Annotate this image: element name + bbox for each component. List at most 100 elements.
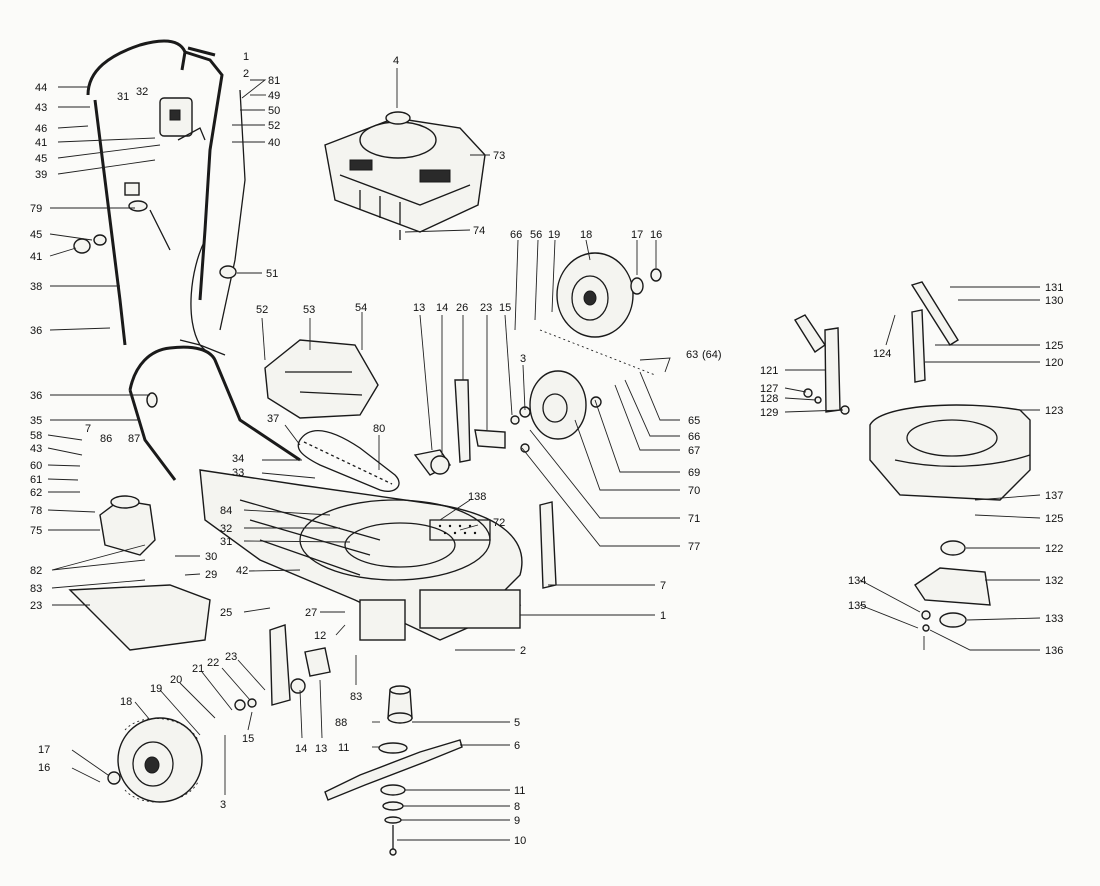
callout-43: 43 (35, 102, 47, 114)
callout-36: 36 (30, 325, 42, 337)
callout-41: 41 (30, 251, 42, 263)
callout-74: 74 (473, 225, 485, 237)
callout-72: 72 (493, 517, 505, 529)
callout-133: 133 (1045, 613, 1063, 625)
callout-18: 18 (120, 696, 132, 708)
callout-70: 70 (688, 485, 700, 497)
deck-dots (438, 524, 477, 535)
callout-37: 37 (267, 413, 279, 425)
callout-136: 136 (1045, 645, 1063, 657)
side-guard (68, 584, 211, 651)
callout-36: 36 (30, 390, 42, 402)
callout-15: 15 (242, 733, 254, 745)
callout-129: 129 (760, 407, 778, 419)
callout-43: 43 (30, 443, 42, 455)
callout-44: 44 (35, 82, 47, 94)
callout-45: 45 (35, 153, 47, 165)
callout-10: 10 (514, 835, 526, 847)
callout-20: 20 (170, 674, 182, 686)
callout-66: 66 (510, 229, 522, 241)
callout-53: 53 (303, 304, 315, 316)
callout-30: 30 (205, 551, 217, 563)
callout-84: 84 (220, 505, 232, 517)
callout-134: 134 (848, 575, 866, 587)
callout-7: 7 (85, 423, 91, 435)
callout-65: 65 (688, 415, 700, 427)
callout-3: 3 (220, 799, 226, 811)
callout-73: 73 (493, 150, 505, 162)
handle-clamp-parts (73, 182, 237, 408)
callout-14: 14 (295, 743, 307, 755)
callout-38: 38 (30, 281, 42, 293)
callout-125: 125 (1045, 513, 1063, 525)
callout-51: 51 (266, 268, 278, 280)
bag-frame-parts (793, 281, 959, 415)
callout-19: 19 (150, 683, 162, 695)
callout-14: 14 (436, 302, 448, 314)
rear-gear-wheel (529, 370, 602, 440)
callout-138: 138 (468, 491, 486, 503)
callout-23: 23 (30, 600, 42, 612)
upper-handle-bar (86, 39, 224, 346)
callout-2: 2 (520, 645, 526, 657)
callout-25: 25 (220, 607, 232, 619)
callout-31: 31 (117, 91, 129, 103)
callout-17: 17 (631, 229, 643, 241)
callout-63: 63 (686, 349, 698, 361)
callout-120: 120 (1045, 357, 1063, 369)
callout-23: 23 (480, 302, 492, 314)
callout-4: 4 (393, 55, 399, 67)
callout-77: 77 (688, 541, 700, 553)
callout-132: 132 (1045, 575, 1063, 587)
callout-131: 131 (1045, 282, 1063, 294)
callout-125: 125 (1045, 340, 1063, 352)
callout-82: 82 (30, 565, 42, 577)
callout-66: 66 (688, 431, 700, 443)
front-wheel-left (107, 717, 203, 803)
control-cable (190, 89, 246, 356)
callout-23: 23 (225, 651, 237, 663)
height-adjuster-rear (413, 379, 531, 476)
callout-9: 9 (514, 815, 520, 827)
callout-81: 81 (268, 75, 280, 87)
callout-46: 46 (35, 123, 47, 135)
callout-60: 60 (30, 460, 42, 472)
callout-124: 124 (873, 348, 891, 360)
callout-128: 128 (760, 393, 778, 405)
callout-11: 11 (338, 742, 349, 754)
callout-71: 71 (688, 513, 700, 525)
callout-69: 69 (688, 467, 700, 479)
callout-21: 21 (192, 663, 204, 675)
callout-26: 26 (456, 302, 468, 314)
leader-lines (47, 68, 1041, 841)
callout-6: 6 (514, 740, 520, 752)
callout-2: 2 (243, 68, 249, 80)
callout-86: 86 (100, 433, 112, 445)
drive-belt (297, 429, 400, 492)
callout-79: 79 (30, 203, 42, 215)
callout-41: 41 (35, 137, 47, 149)
callout-15: 15 (499, 302, 511, 314)
callout-32: 32 (220, 523, 232, 535)
callout-13: 13 (413, 302, 425, 314)
callout-49: 49 (268, 90, 280, 102)
callout-67: 67 (688, 445, 700, 457)
rear-wheel-right (556, 252, 662, 338)
callout-1: 1 (243, 51, 249, 63)
callout-62: 62 (30, 487, 42, 499)
callout-137: 137 (1045, 490, 1063, 502)
callout-56: 56 (530, 229, 542, 241)
callout-5: 5 (514, 717, 520, 729)
callout-19: 19 (548, 229, 560, 241)
callout-12: 12 (314, 630, 326, 642)
callout-33: 33 (232, 467, 244, 479)
engine (324, 111, 486, 240)
callout-29: 29 (205, 569, 217, 581)
callout-50: 50 (268, 105, 280, 117)
fuel-tank (99, 495, 156, 556)
callout-45: 45 (30, 229, 42, 241)
callout-52: 52 (256, 304, 268, 316)
callout-34: 34 (232, 453, 244, 465)
